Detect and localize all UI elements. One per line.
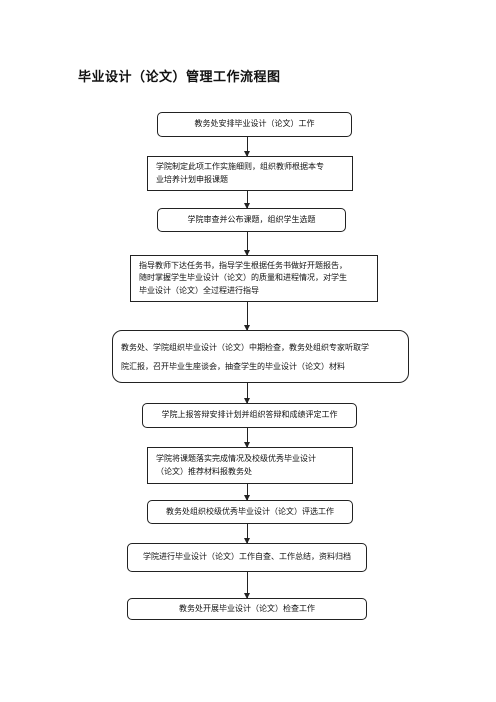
step-7-box: 学院将课题落实完成情况及校级优秀毕业设计 （论文）推荐材料报教务处: [147, 447, 353, 484]
step-9-box: 学院进行毕业设计（论文）工作自查、工作总结，资料归档: [127, 543, 367, 572]
step-8-box: 教务处组织校级优秀毕业设计（论文）评选工作: [147, 500, 353, 524]
step-10-text: 教务处开展毕业设计（论文）检查工作: [179, 603, 315, 613]
arrow-4: [244, 302, 250, 331]
step-8-text: 教务处组织校级优秀毕业设计（论文）评选工作: [166, 506, 334, 516]
page-title: 毕业设计（论文）管理工作流程图: [78, 70, 281, 85]
step-10-box: 教务处开展毕业设计（论文）检查工作: [127, 598, 367, 620]
arrow-3: [244, 232, 250, 256]
arrow-9: [244, 572, 250, 599]
arrow-8: [244, 524, 250, 544]
arrow-5: [244, 383, 250, 404]
step-2-text: 学院制定此项工作实施细则，组织教师根据本专 业培养计划申报课题: [156, 162, 324, 184]
step-4-text: 指导教师下达任务书，指导学生根据任务书做好开题报告， 随时掌握学生毕业设计（论文…: [139, 260, 347, 295]
step-3-text: 学院审查并公布课题，组织学生选题: [187, 214, 316, 224]
step-6-text: 学院上报答辩安排计划并组织答辩和成绩评定工作: [161, 410, 338, 420]
step-2-box: 学院制定此项工作实施细则，组织教师根据本专 业培养计划申报课题: [147, 156, 353, 191]
arrow-7: [244, 484, 250, 501]
step-3-box: 学院审查并公布课题，组织学生选题: [157, 208, 346, 232]
arrow-6: [244, 428, 250, 448]
step-1-text: 教务处安排毕业设计（论文）工作: [194, 119, 315, 129]
step-5-box: 教务处、学院组织毕业设计（论文）中期检查，教务处组织专家听取学 院汇报，召开毕业…: [112, 330, 409, 383]
step-1-box: 教务处安排毕业设计（论文）工作: [157, 112, 352, 137]
step-9-text: 学院进行毕业设计（论文）工作自查、工作总结，资料归档: [143, 552, 351, 562]
arrow-1: [244, 137, 250, 157]
step-6-box: 学院上报答辩安排计划并组织答辩和成绩评定工作: [142, 403, 357, 428]
step-7-text: 学院将课题落实完成情况及校级优秀毕业设计 （论文）推荐材料报教务处: [156, 454, 316, 476]
step-5-text: 教务处、学院组织毕业设计（论文）中期检查，教务处组织专家听取学 院汇报，召开毕业…: [121, 342, 369, 371]
step-4-box: 指导教师下达任务书，指导学生根据任务书做好开题报告， 随时掌握学生毕业设计（论文…: [130, 255, 378, 302]
arrow-2: [244, 191, 250, 209]
